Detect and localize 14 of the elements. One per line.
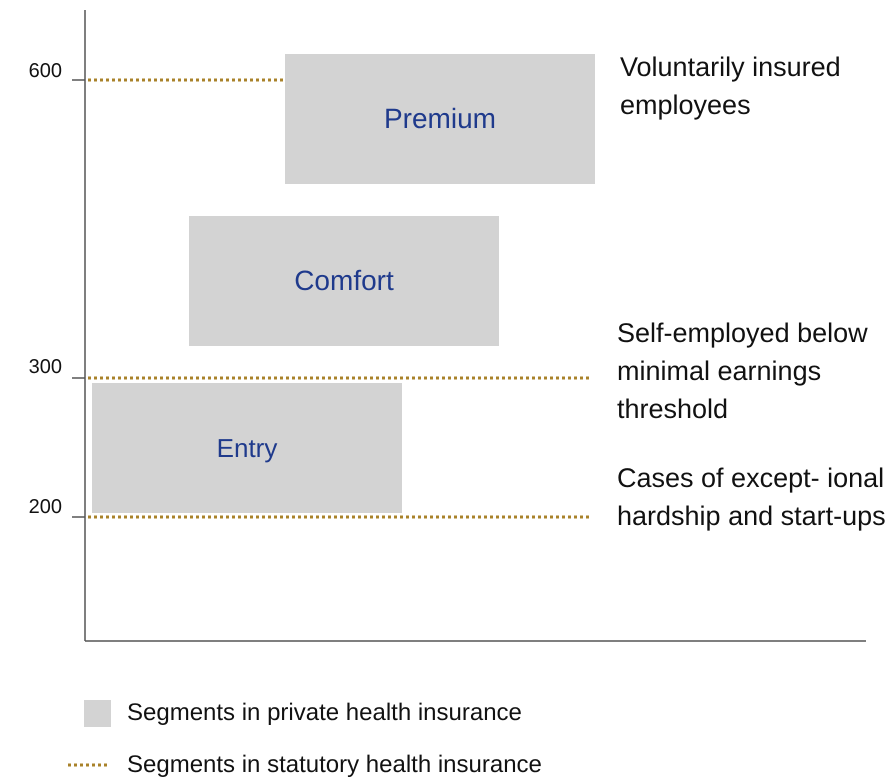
segment-box <box>189 216 499 346</box>
legend-text: Segments in private health insurance <box>127 699 522 727</box>
segment-box <box>285 54 595 184</box>
segment-box <box>92 383 402 513</box>
threshold-note: Cases of except- ional hardship and start-ups <box>617 462 887 533</box>
segment-label: Comfort <box>294 265 394 297</box>
segment-label: Premium <box>384 103 496 135</box>
threshold-note: Self-employed below minimal earnings threshold <box>617 317 869 426</box>
axis-tick-label: 600 <box>28 60 62 83</box>
axis-tick-label: 200 <box>28 496 62 519</box>
threshold-note: Voluntarily insured employees <box>620 51 842 122</box>
legend-text: Segments in statutory health insurance <box>127 751 542 779</box>
segment-label: Entry <box>216 432 278 464</box>
axis-tick-label: 300 <box>28 356 62 379</box>
